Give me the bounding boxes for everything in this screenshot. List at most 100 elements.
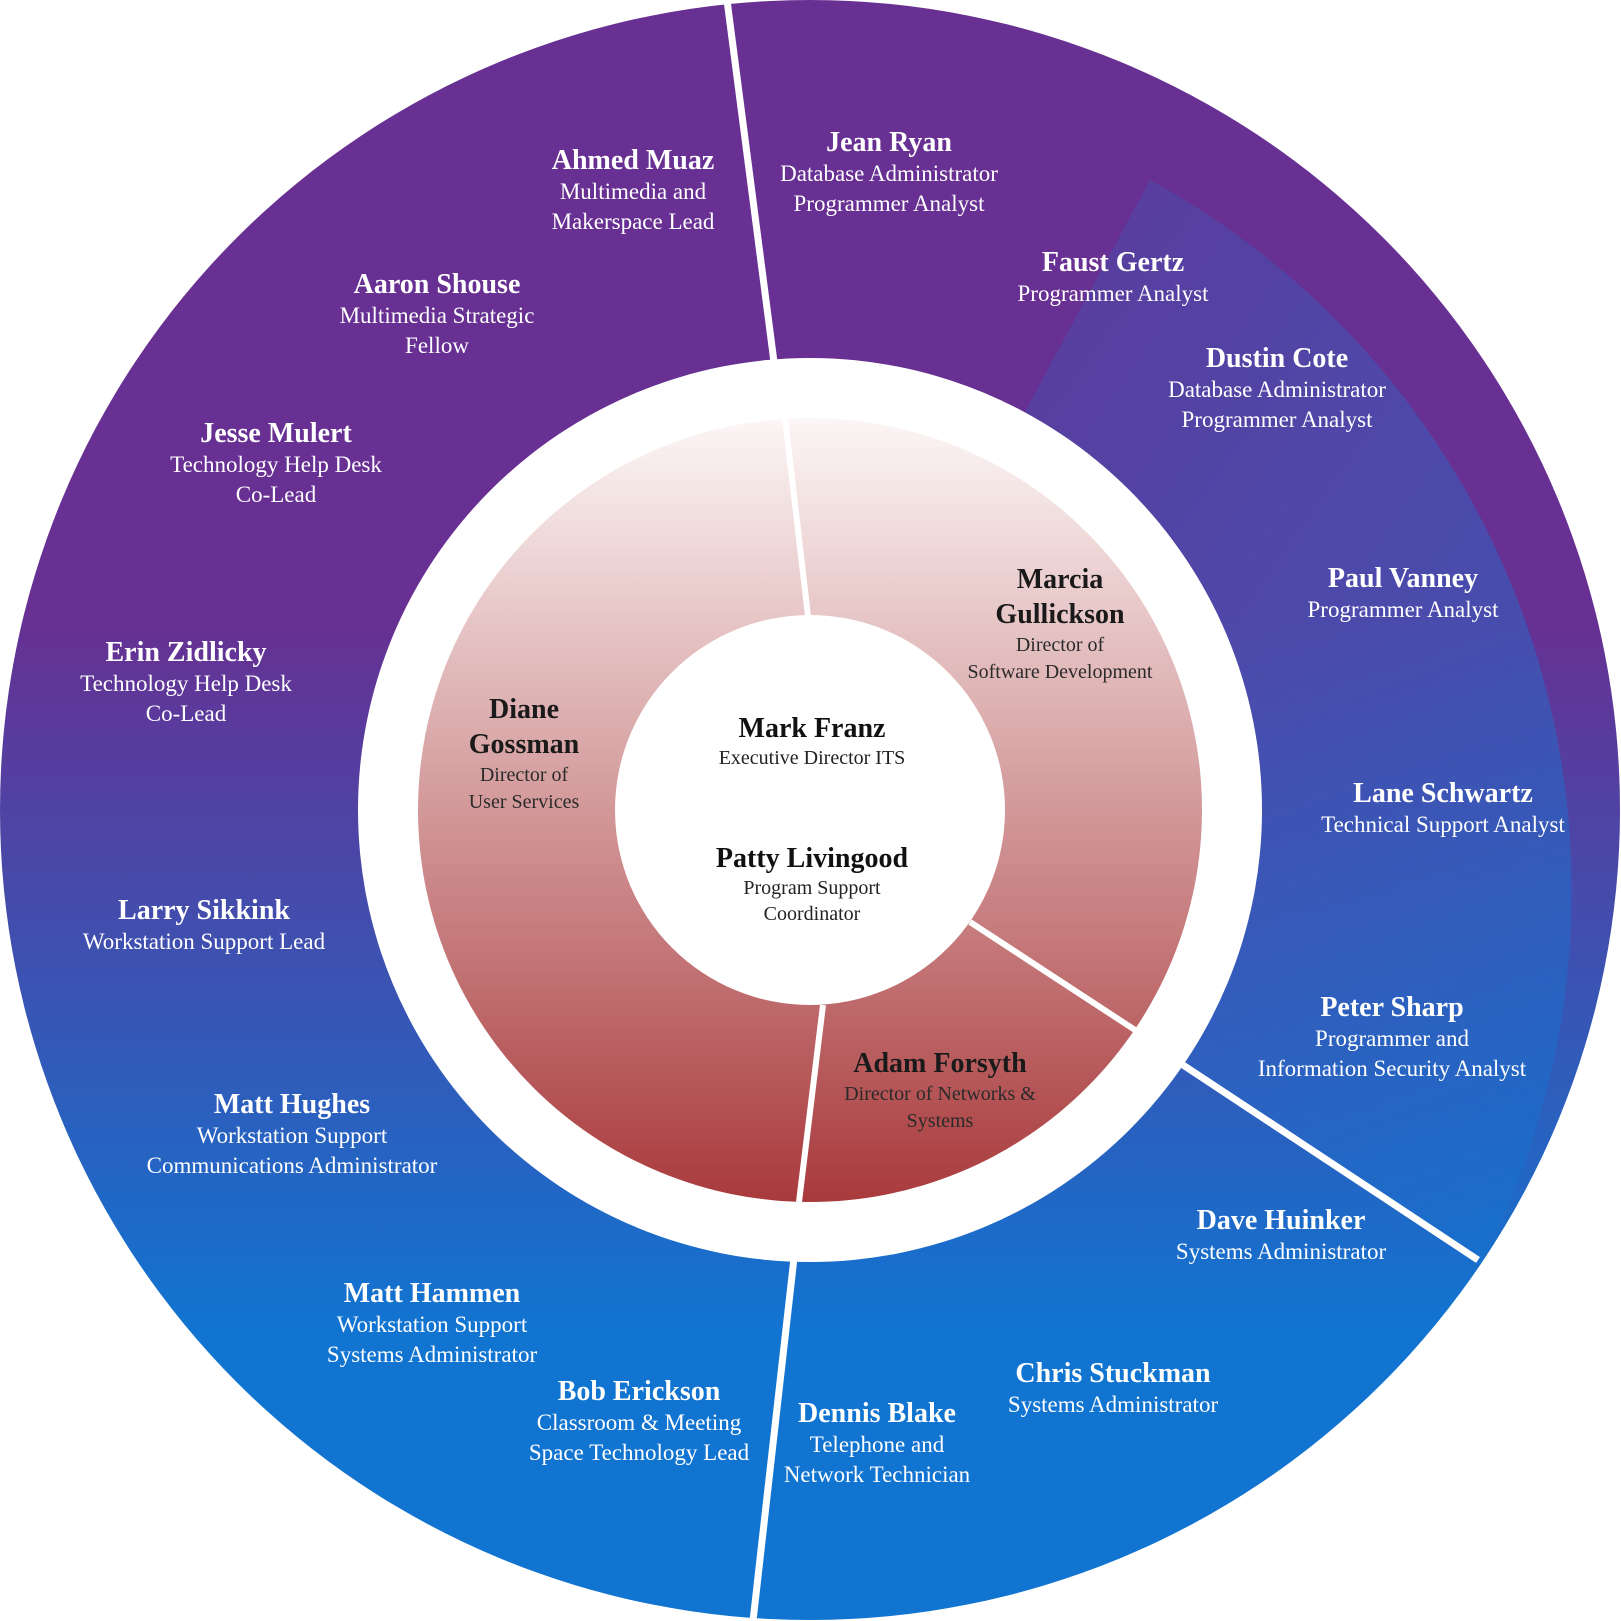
title-line: Makerspace Lead xyxy=(551,209,715,234)
person-title: Technology Help Desk Co-Lead xyxy=(80,669,292,729)
person-title: Database Administrator Programmer Analys… xyxy=(1168,375,1386,435)
person-name: Dave Huinker xyxy=(1196,1205,1366,1236)
person-name: Matt Hammen xyxy=(343,1278,521,1309)
staff-member: Dennis Blake Telephone and Network Techn… xyxy=(784,1397,970,1490)
title-line: Programmer Analyst xyxy=(1181,407,1373,432)
person-name: Diane Gossman xyxy=(469,692,580,762)
title-line: Fellow xyxy=(405,333,469,358)
director: Adam Forsyth Director of Networks & Syst… xyxy=(844,1046,1036,1135)
person-title: Technical Support Analyst xyxy=(1321,810,1565,840)
title-line: Workstation Support xyxy=(196,1123,388,1148)
title-line: Program Support xyxy=(743,877,881,899)
title-line: Database Administrator xyxy=(780,161,998,186)
name-line: Marcia xyxy=(1016,564,1104,595)
person-name: Peter Sharp xyxy=(1320,992,1464,1023)
person-title: Program Support Coordinator xyxy=(716,875,908,927)
person-name: Adam Forsyth xyxy=(853,1048,1027,1079)
staff-member: Lane Schwartz Technical Support Analyst xyxy=(1321,777,1565,840)
person-name: Ahmed Muaz xyxy=(551,145,715,176)
person-name: Chris Stuckman xyxy=(1015,1358,1211,1389)
person-name: Jean Ryan xyxy=(826,127,952,158)
title-line: Network Technician xyxy=(783,1462,971,1487)
person-name: Larry Sikkink xyxy=(118,895,290,926)
title-line: Technology Help Desk xyxy=(170,452,382,477)
name-line: Diane xyxy=(489,694,559,725)
person-title: Director of Software Development xyxy=(968,632,1153,686)
title-line: Director of xyxy=(1015,634,1105,656)
title-line: Co-Lead xyxy=(145,701,227,726)
person-name: Faust Gertz xyxy=(1041,247,1185,278)
person-title: Programmer and Information Security Anal… xyxy=(1258,1024,1526,1084)
director: Diane Gossman Director of User Services xyxy=(469,692,580,816)
title-line: Director of xyxy=(479,764,569,786)
person-name: Jesse Mulert xyxy=(200,418,352,449)
title-line: Systems Administrator xyxy=(326,1342,538,1367)
staff-member: Erin Zidlicky Technology Help Desk Co-Le… xyxy=(80,636,292,729)
person-title: Telephone and Network Technician xyxy=(784,1430,970,1490)
title-line: Executive Director ITS xyxy=(718,747,906,769)
title-line: Programmer and xyxy=(1315,1026,1469,1051)
person-name: Paul Vanney xyxy=(1327,563,1479,594)
inner-separator-right xyxy=(968,919,1137,1033)
title-line: Classroom & Meeting xyxy=(536,1410,742,1435)
title-line: Workstation Support Lead xyxy=(82,929,326,954)
outer-separators xyxy=(723,0,1480,1621)
person-title: Executive Director ITS xyxy=(719,745,906,771)
inner-separator-top xyxy=(782,417,811,617)
staff-member: Faust Gertz Programmer Analyst xyxy=(1018,246,1209,309)
title-line: Technology Help Desk xyxy=(80,671,292,696)
staff-member: Ahmed Muaz Multimedia and Makerspace Lea… xyxy=(552,144,715,237)
title-line: Telephone and xyxy=(809,1432,945,1457)
person-title: Workstation Support Communications Admin… xyxy=(147,1121,438,1181)
staff-member: Dave Huinker Systems Administrator xyxy=(1176,1204,1386,1267)
title-line: Systems xyxy=(906,1110,974,1132)
person-title: Workstation Support Lead xyxy=(83,927,325,957)
title-line: Technical Support Analyst xyxy=(1321,812,1565,837)
staff-member: Jesse Mulert Technology Help Desk Co-Lea… xyxy=(170,417,382,510)
person-title: Systems Administrator xyxy=(1176,1237,1386,1267)
person-name: Mark Franz xyxy=(738,713,886,744)
person-title: Programmer Analyst xyxy=(1308,595,1499,625)
person-name: Lane Schwartz xyxy=(1353,778,1533,809)
staff-member: Paul Vanney Programmer Analyst xyxy=(1308,562,1499,625)
staff-member: Matt Hughes Workstation Support Communic… xyxy=(147,1088,438,1181)
person-name: Patty Livingood xyxy=(715,843,909,874)
staff-member: Chris Stuckman Systems Administrator xyxy=(1008,1357,1218,1420)
title-line: Systems Administrator xyxy=(1175,1239,1387,1264)
staff-member: Dustin Cote Database Administrator Progr… xyxy=(1168,342,1386,435)
person-title: Director of User Services xyxy=(469,762,580,816)
title-line: Programmer Analyst xyxy=(793,191,985,216)
title-line: Database Administrator xyxy=(1168,377,1386,402)
person-name: Bob Erickson xyxy=(557,1376,721,1407)
core-member: Patty Livingood Program Support Coordina… xyxy=(716,843,908,927)
outer-separator-bottom xyxy=(749,1257,798,1621)
person-name: Erin Zidlicky xyxy=(105,637,267,668)
person-name: Dustin Cote xyxy=(1205,343,1349,374)
title-line: Co-Lead xyxy=(235,482,317,507)
person-name: Matt Hughes xyxy=(213,1089,371,1120)
person-name: Dennis Blake xyxy=(798,1398,956,1429)
title-line: Workstation Support xyxy=(336,1312,528,1337)
center-circle xyxy=(615,615,1005,1005)
staff-member: Aaron Shouse Multimedia Strategic Fellow xyxy=(340,268,535,361)
staff-member: Matt Hammen Workstation Support Systems … xyxy=(327,1277,537,1370)
title-line: Programmer Analyst xyxy=(1307,597,1499,622)
title-line: Information Security Analyst xyxy=(1257,1056,1527,1081)
person-title: Database Administrator Programmer Analys… xyxy=(780,159,998,219)
title-line: User Services xyxy=(468,791,580,813)
title-line: Systems Administrator xyxy=(1007,1392,1219,1417)
staff-member: Larry Sikkink Workstation Support Lead xyxy=(83,894,325,957)
staff-member: Bob Erickson Classroom & Meeting Space T… xyxy=(529,1375,749,1468)
person-title: Systems Administrator xyxy=(1008,1390,1218,1420)
title-line: Multimedia Strategic xyxy=(339,303,535,328)
title-line: Communications Administrator xyxy=(146,1153,438,1178)
person-title: Technology Help Desk Co-Lead xyxy=(170,450,382,510)
person-title: Classroom & Meeting Space Technology Lea… xyxy=(529,1408,749,1468)
name-line: Gullickson xyxy=(995,599,1125,630)
core-member: Mark Franz Executive Director ITS xyxy=(719,713,906,771)
title-line: Software Development xyxy=(967,661,1153,683)
inner-separator-bottom xyxy=(796,1004,826,1203)
director: Marcia Gullickson Director of Software D… xyxy=(968,562,1153,686)
person-title: Director of Networks & Systems xyxy=(844,1081,1036,1135)
